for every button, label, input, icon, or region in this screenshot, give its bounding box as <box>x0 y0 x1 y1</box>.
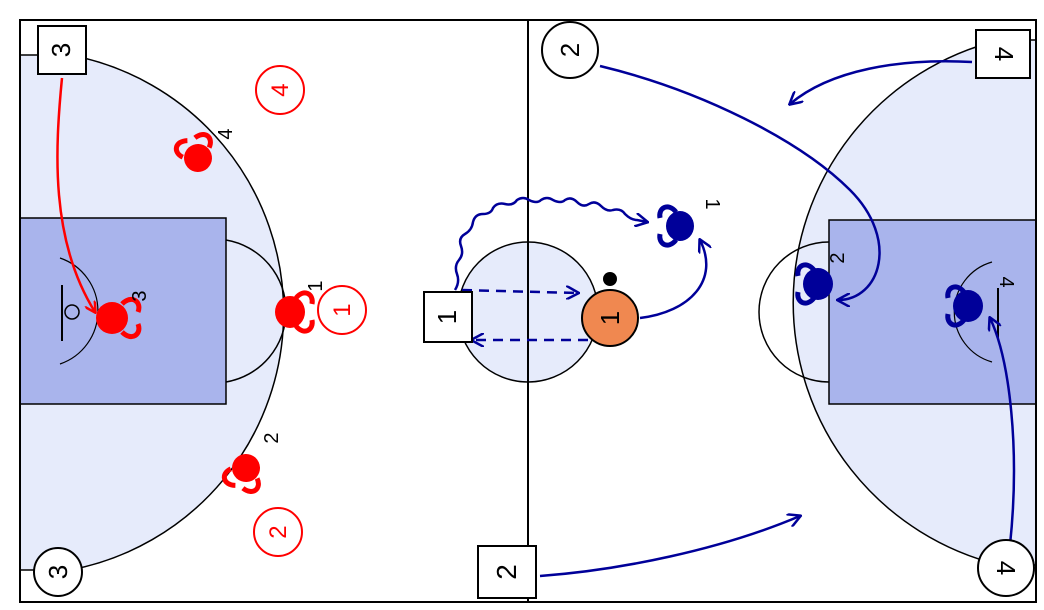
svg-text:2: 2 <box>555 43 585 57</box>
svg-text:4: 4 <box>989 47 1019 61</box>
blue-defender-4-label: 4 <box>995 276 1017 287</box>
ball-carrier-1: 1 <box>581 289 639 347</box>
blue-defender-2 <box>795 262 833 306</box>
red-defender-1-label: 1 <box>305 280 327 291</box>
svg-text:3: 3 <box>43 565 73 579</box>
blue-dribble-line <box>453 196 647 291</box>
right-free-throw-circle <box>758 241 830 383</box>
right-key <box>828 219 1037 405</box>
right-top-square-4: 4 <box>975 29 1031 79</box>
right-top-circle-2: 2 <box>541 21 599 79</box>
red-defender-3 <box>96 297 142 339</box>
blue-defender-2-label: 2 <box>827 252 849 263</box>
blue-defender-1-label: 1 <box>701 198 723 209</box>
red-defender-3-label: 3 <box>129 290 151 301</box>
red-defender-2 <box>221 454 261 494</box>
red-offense-2: 2 <box>253 507 303 557</box>
svg-text:4: 4 <box>991 561 1021 575</box>
red-defender-4-label: 4 <box>215 128 237 139</box>
red-defender-4 <box>173 132 213 172</box>
svg-text:1: 1 <box>595 311 625 325</box>
red-cut-line <box>56 77 95 312</box>
center-square-1: 1 <box>423 291 473 343</box>
left-bottom-circle-3: 3 <box>33 547 83 597</box>
blue-cut-line-4-bottom <box>990 318 1016 546</box>
svg-text:4: 4 <box>267 83 294 96</box>
red-defender-2-label: 2 <box>261 432 283 443</box>
red-defender-1 <box>275 290 315 334</box>
red-offense-1: 1 <box>317 285 367 335</box>
pass-line-to-ball <box>461 290 578 293</box>
left-top-square-3: 3 <box>37 25 87 75</box>
blue-cut-line-4-top <box>790 60 973 104</box>
svg-text:2: 2 <box>491 564 522 580</box>
bottom-square-2: 2 <box>477 545 537 599</box>
svg-text:1: 1 <box>432 310 462 324</box>
blue-defender-1 <box>657 204 694 248</box>
ball-icon <box>603 272 617 286</box>
svg-text:3: 3 <box>46 43 76 57</box>
red-offense-4: 4 <box>255 65 305 115</box>
blue-cut-line-1 <box>639 240 706 320</box>
blue-defender-4 <box>945 284 983 328</box>
right-bottom-circle-4: 4 <box>977 539 1035 597</box>
blue-cut-line-2-bottom <box>539 516 800 578</box>
blue-cut-line-2 <box>599 64 881 300</box>
svg-text:1: 1 <box>329 303 356 316</box>
court-border <box>19 19 1037 603</box>
svg-text:2: 2 <box>265 525 292 538</box>
basket-icon <box>64 304 80 320</box>
